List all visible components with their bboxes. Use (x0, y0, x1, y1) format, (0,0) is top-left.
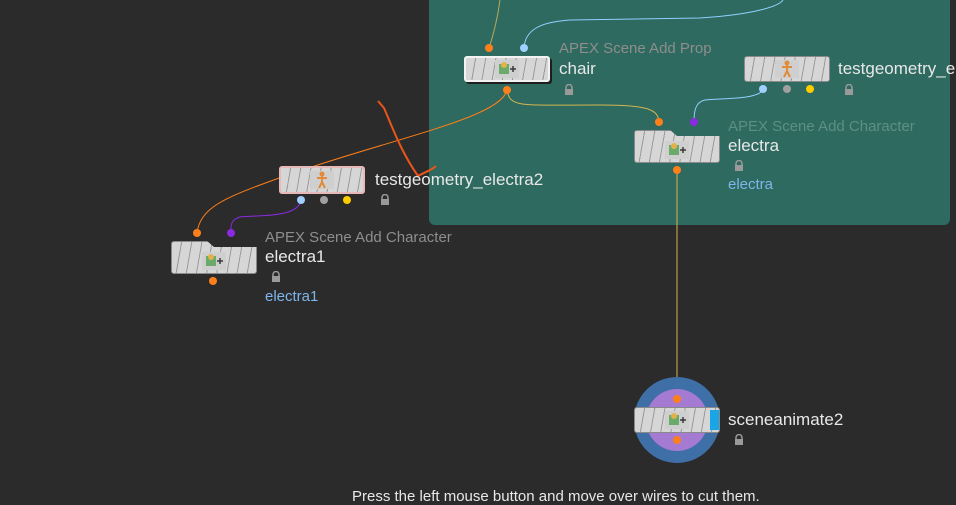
node-type-label: APEX Scene Add Character (728, 118, 915, 135)
input-connector[interactable] (227, 229, 235, 237)
output-connector[interactable] (806, 85, 814, 93)
network-box[interactable] (429, 0, 950, 225)
apex-scene-icon (665, 140, 689, 159)
output-connector[interactable] (320, 196, 328, 204)
apex-scene-icon (495, 60, 519, 78)
wire-top-left[interactable] (488, 0, 501, 49)
input-connector[interactable] (520, 44, 528, 52)
input-connector[interactable] (193, 229, 201, 237)
lock-icon (735, 160, 743, 171)
node-name-label[interactable]: electra (728, 136, 780, 155)
output-connector[interactable] (783, 85, 791, 93)
character-figure-icon (310, 171, 334, 189)
wire-top-blue[interactable] (523, 0, 784, 49)
display-flag[interactable] (710, 410, 719, 430)
apex-scene-icon (202, 251, 226, 270)
node-extra-label: electra (728, 176, 774, 193)
apex-scene-icon (665, 411, 689, 429)
lock-icon (845, 84, 853, 95)
node-name-label[interactable]: testgeometry_electra2 (375, 170, 544, 189)
node-name-label[interactable]: testgeometry_e (838, 59, 956, 78)
input-connector[interactable] (690, 118, 698, 126)
output-connector[interactable] (297, 196, 305, 204)
node-name-label[interactable]: chair (559, 59, 596, 78)
node-extra-label: electra1 (265, 288, 319, 305)
input-connector[interactable] (655, 118, 663, 126)
wire-chair-to-electra[interactable] (506, 89, 660, 123)
node-sceneanimate2[interactable] (634, 407, 720, 433)
output-connector[interactable] (673, 436, 681, 444)
output-connector[interactable] (209, 277, 217, 285)
output-connector[interactable] (673, 166, 681, 174)
node-name-label[interactable]: sceneanimate2 (728, 410, 844, 429)
output-connector[interactable] (503, 86, 511, 94)
node-type-label: APEX Scene Add Prop (559, 40, 712, 57)
lock-icon (272, 271, 280, 282)
output-connector[interactable] (759, 85, 767, 93)
wire-testgeo-to-electra1[interactable] (230, 199, 302, 234)
wire-chair-to-electra1[interactable] (196, 89, 508, 234)
lock-icon (381, 194, 389, 205)
node-type-label: APEX Scene Add Character (265, 229, 452, 246)
lock-icon (565, 84, 573, 95)
lock-icon (735, 434, 743, 445)
node-chair[interactable] (464, 56, 550, 82)
wire-testgeo-to-electra[interactable] (693, 88, 764, 123)
character-figure-icon (775, 60, 799, 78)
output-connector[interactable] (343, 196, 351, 204)
node-name-label[interactable]: electra1 (265, 247, 326, 266)
node-testgeometry-top[interactable] (744, 56, 830, 82)
node-testgeometry-electra2[interactable] (279, 166, 365, 194)
input-connector[interactable] (673, 395, 681, 403)
status-hint: Press the left mouse button and move ove… (352, 488, 760, 505)
cut-stroke (377, 100, 437, 178)
input-connector[interactable] (485, 44, 493, 52)
